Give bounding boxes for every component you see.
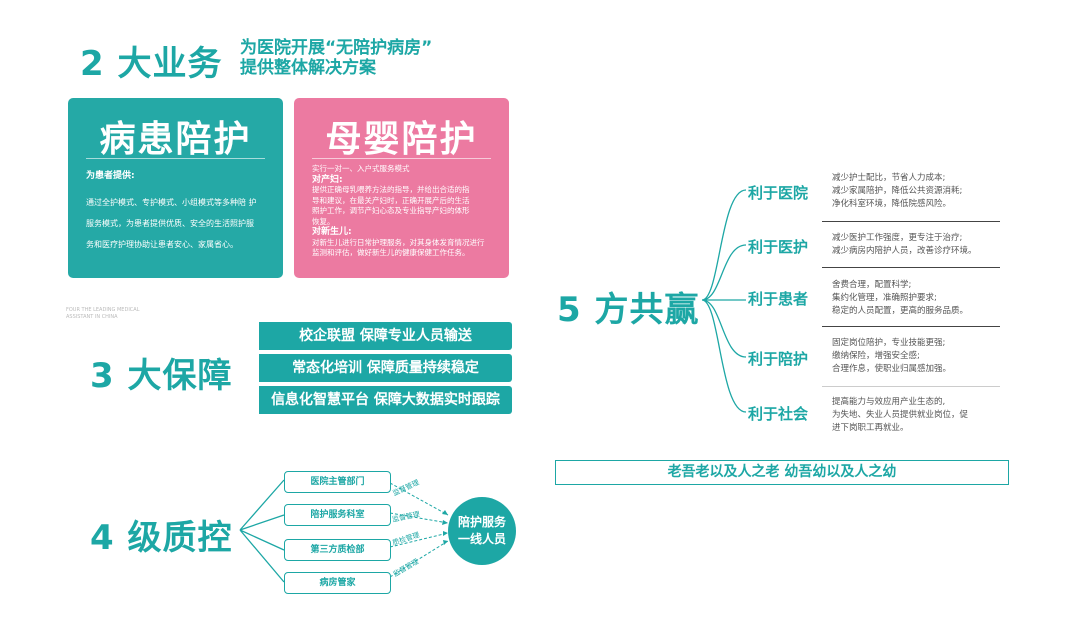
- section-title-quality-control: 4 级质控: [90, 518, 233, 558]
- card-patient-heading: 为患者提供:: [86, 171, 135, 181]
- qc-level-department: 陪护服务科室: [284, 504, 391, 526]
- benefit-desc-line: 减少护士配比，节省人力成本;: [832, 173, 946, 183]
- card-maternal-baby-heading: 对新生儿:: [312, 227, 352, 237]
- benefit-desc-line: 合理作息，使职业归属感加强。: [832, 364, 952, 374]
- benefit-desc-line: 净化科室环境，降低院感风险。: [832, 199, 952, 209]
- benefit-desc-line: 为失地、失业人员提供就业岗位，促: [832, 410, 969, 420]
- benefit-desc-line: 稳定的人员配置，更高的服务品质。: [832, 306, 969, 316]
- section-title-business: 2 大业务: [80, 44, 223, 84]
- guarantee-bar-1: 校企联盟 保障专业人员输送: [259, 322, 512, 350]
- card-maternal-care: 母婴陪护 实行一对一、入户式服务模式 对产妇: 提供正确母乳喂养方法的指导，并给…: [294, 98, 509, 278]
- divider: [312, 158, 491, 159]
- benefit-desc-line: 集约化管理，准确照护要求;: [832, 293, 937, 303]
- card-maternal-title: 母婴陪护: [325, 119, 478, 160]
- benefit-patient: 利于患者: [748, 290, 809, 308]
- divider: [822, 221, 1000, 222]
- qc-target-label: 陪护服务一线人员: [457, 515, 506, 546]
- divider: [86, 158, 265, 159]
- card-maternal-mother-heading: 对产妇:: [312, 174, 343, 185]
- benefit-desc-line: 固定岗位陪护，专业技能更强;: [832, 338, 946, 348]
- benefit-desc-line: 减少医护工作强度，更专注于治疗;: [832, 233, 963, 243]
- divider: [822, 386, 1000, 387]
- card-patient-title: 病患陪护: [99, 119, 252, 160]
- qc-level-third-party: 第三方质检部: [284, 539, 391, 561]
- card-maternal-line: 照护工作，调节产妇心态及专业指导产妇的体形: [312, 206, 470, 215]
- benefit-caregiver-desc: 固定岗位陪护，专业技能更强; 缴纳保险，增强安全感; 合理作息，使职业归属感加强…: [832, 337, 1007, 376]
- benefit-desc-line: 提高能力与效应用产业生态的,: [832, 397, 946, 407]
- benefit-desc-line: 舍费合理，配置科学;: [832, 280, 912, 290]
- card-patient-care: 病患陪护 为患者提供: 通过全护模式、专护模式、小组模式等多种陪 护 服务模式，…: [68, 98, 283, 278]
- benefit-caregiver: 利于陪护: [748, 350, 809, 368]
- benefit-desc-line: 缴纳保险，增强安全感;: [832, 351, 920, 361]
- card-maternal-line: 提供正确母乳喂养方法的指导，并给出合适的指: [312, 185, 470, 194]
- benefit-society: 利于社会: [748, 405, 809, 423]
- win-connectors: [701, 189, 747, 413]
- divider: [822, 267, 1000, 268]
- benefit-medical-staff: 利于医护: [748, 238, 809, 256]
- divider: [822, 326, 1000, 327]
- header-subtitle-2: 提供整体解决方案: [240, 58, 376, 78]
- tiny-caption: FOUR THE LEADING MEDICAL ASSISTANT IN CH…: [66, 307, 140, 321]
- tiny-caption-line: FOUR THE LEADING MEDICAL: [66, 307, 140, 313]
- tiny-caption-line: ASSISTANT IN CHINA: [66, 314, 118, 320]
- qc-connectors: [239, 479, 449, 583]
- motto-banner: 老吾老以及人之老 幼吾幼以及人之幼: [555, 460, 1009, 485]
- header-subtitle-1: 为医院开展“无陪护病房”: [240, 38, 433, 58]
- guarantee-bar-3: 信息化智慧平台 保障大数据实时跟踪: [259, 386, 512, 414]
- section-title-win: 5 方共赢: [557, 290, 700, 330]
- card-patient-line: 服务模式，为患者提供优质、安全的生活照护服: [86, 219, 254, 228]
- card-maternal-line: 对新生儿进行日常护理服务，对其身体发育情况进行: [312, 237, 485, 247]
- benefit-medical-staff-desc: 减少医护工作强度，更专注于治疗; 减少病房内陪护人员，改善诊疗环境。: [832, 232, 1007, 258]
- card-patient-body: 通过全护模式、专护模式、小组模式等多种陪 护 服务模式，为患者提供优质、安全的生…: [86, 192, 257, 255]
- benefit-desc-line: 减少病房内陪护人员，改善诊疗环境。: [832, 246, 977, 256]
- benefit-patient-desc: 舍费合理，配置科学; 集约化管理，准确照护要求; 稳定的人员配置，更高的服务品质…: [832, 279, 1007, 318]
- benefit-hospital-desc: 减少护士配比，节省人力成本; 减少家属陪护，降低公共资源消耗; 净化科室环境，降…: [832, 172, 1007, 211]
- benefit-society-desc: 提高能力与效应用产业生态的, 为失地、失业人员提供就业岗位，促 进下岗职工再就业…: [832, 396, 1007, 435]
- qc-target-staff: 陪护服务一线人员: [448, 497, 516, 565]
- card-maternal-body: 实行一对一、入户式服务模式 对产妇: 提供正确母乳喂养方法的指导，并给出合适的指…: [312, 164, 502, 259]
- qc-level-hospital: 医院主管部门: [284, 471, 391, 493]
- guarantee-bar-2: 常态化培训 保障质量持续稳定: [259, 354, 512, 382]
- card-maternal-line: 导和建议，在最关产妇时，正确开展产后的生活: [312, 195, 470, 205]
- benefit-hospital: 利于医院: [748, 184, 809, 202]
- qc-level-ward-manager: 病房管家: [284, 572, 391, 594]
- card-maternal-intro: 实行一对一、入户式服务模式: [312, 164, 410, 173]
- section-title-guarantee: 3 大保障: [90, 356, 233, 396]
- card-maternal-line: 恢复。: [312, 216, 335, 226]
- card-patient-line: 务和医疗护理协助让患者安心、家属省心。: [86, 240, 238, 249]
- card-maternal-line: 监测和评估，做好新生儿的健康保健工作任务。: [312, 248, 470, 257]
- benefit-desc-line: 减少家属陪护，降低公共资源消耗;: [832, 186, 963, 196]
- benefit-desc-line: 进下岗职工再就业。: [832, 423, 909, 433]
- card-patient-line: 通过全护模式、专护模式、小组模式等多种陪 护: [86, 198, 257, 207]
